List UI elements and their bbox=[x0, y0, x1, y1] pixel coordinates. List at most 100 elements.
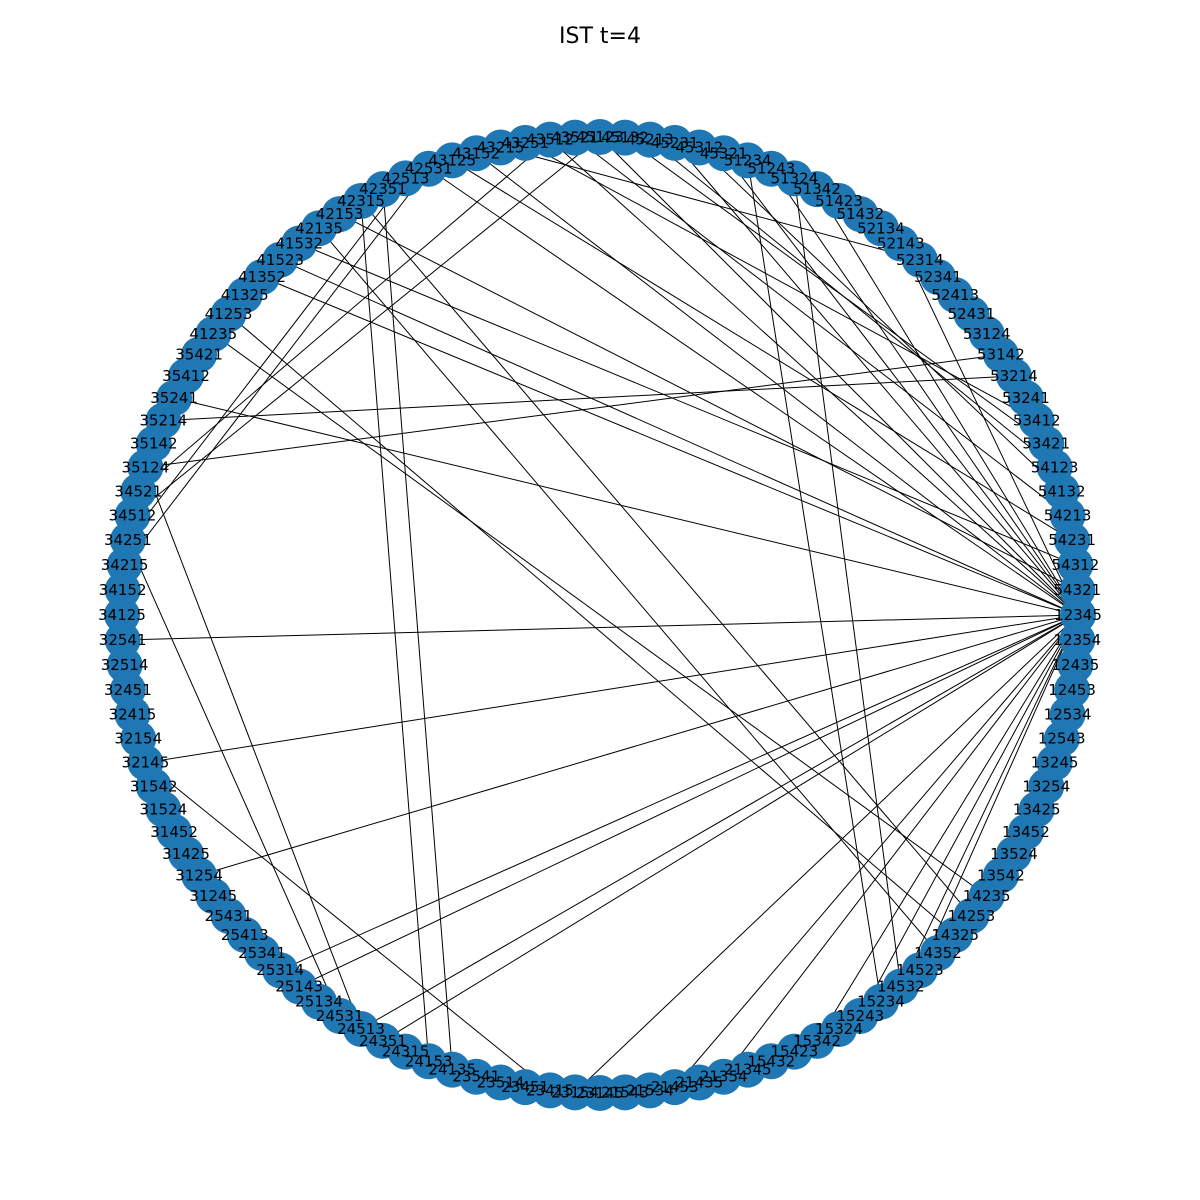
graph-node bbox=[1059, 622, 1096, 659]
node-label: 24135 bbox=[428, 1061, 476, 1079]
node-label: 15324 bbox=[815, 1020, 863, 1038]
node-label: 25143 bbox=[275, 977, 323, 995]
graph-edge bbox=[574, 614, 1079, 1093]
node-label: 34125 bbox=[98, 606, 146, 624]
node-label: 41235 bbox=[189, 325, 237, 343]
node-label: 12543 bbox=[1038, 730, 1086, 748]
node-label: 13254 bbox=[1022, 777, 1070, 795]
node-label: 52413 bbox=[931, 286, 979, 304]
node-label: 35142 bbox=[130, 435, 178, 453]
node-label: 51234 bbox=[724, 151, 772, 169]
node-label: 31425 bbox=[162, 845, 210, 863]
graph-edge bbox=[919, 614, 1079, 971]
node-label: 32415 bbox=[109, 705, 157, 723]
node-label: 42351 bbox=[359, 180, 407, 198]
node-label: 42513 bbox=[382, 169, 430, 187]
graph-edge bbox=[674, 142, 1079, 616]
node-label: 35421 bbox=[175, 346, 223, 364]
graph-edge bbox=[261, 276, 1079, 616]
graph-edge bbox=[747, 160, 882, 1002]
node-label: 34512 bbox=[109, 507, 157, 525]
graph-edge bbox=[298, 243, 1076, 566]
node-label: 14523 bbox=[896, 961, 944, 979]
graph-edge bbox=[145, 614, 1079, 764]
node-label: 54312 bbox=[1052, 556, 1100, 574]
node-label: 34251 bbox=[104, 531, 152, 549]
graph-edge bbox=[279, 259, 1079, 616]
labels-layer: 1234554321543125423154213541325412353421… bbox=[98, 128, 1102, 1102]
graph-node bbox=[556, 1074, 593, 1111]
node-label: 15342 bbox=[793, 1032, 841, 1050]
edges-layer bbox=[122, 136, 1079, 1093]
graph-edge bbox=[900, 614, 1079, 987]
node-label: 54213 bbox=[1044, 507, 1092, 525]
node-label: 14253 bbox=[948, 907, 996, 925]
node-label: 52143 bbox=[877, 235, 925, 253]
graph-edge bbox=[228, 313, 956, 936]
node-label: 13524 bbox=[990, 845, 1038, 863]
node-label: 23541 bbox=[452, 1068, 500, 1086]
node-label: 52134 bbox=[857, 219, 905, 237]
graph-node bbox=[104, 597, 140, 633]
node-label: 12453 bbox=[1048, 681, 1096, 699]
node-label: 15243 bbox=[836, 1007, 884, 1025]
figure-title: IST t=4 bbox=[559, 24, 641, 49]
graph-edge bbox=[360, 200, 972, 917]
nodes-layer bbox=[104, 119, 1096, 1111]
node-label: 31542 bbox=[130, 777, 178, 795]
node-label: 51432 bbox=[836, 205, 884, 223]
node-label: 35412 bbox=[162, 367, 210, 385]
node-label: 32541 bbox=[99, 631, 147, 649]
node-label: 54231 bbox=[1048, 531, 1096, 549]
graph-edge bbox=[144, 467, 362, 1030]
graph-edge bbox=[163, 375, 1014, 422]
node-label: 23514 bbox=[477, 1074, 525, 1092]
node-label: 51324 bbox=[771, 169, 819, 187]
graph-node bbox=[582, 1075, 618, 1111]
node-label: 24351 bbox=[359, 1032, 407, 1050]
node-label: 25431 bbox=[205, 907, 253, 925]
node-label: 13452 bbox=[1002, 823, 1050, 841]
node-label: 24513 bbox=[337, 1020, 385, 1038]
graph-edge bbox=[339, 213, 1078, 591]
node-label: 23415 bbox=[526, 1081, 574, 1099]
graph-edge bbox=[816, 614, 1079, 1042]
graph-edge bbox=[132, 136, 601, 517]
node-label: 51342 bbox=[793, 180, 841, 198]
node-label: 24315 bbox=[382, 1043, 430, 1061]
node-label: 12435 bbox=[1052, 656, 1100, 674]
node-label: 53142 bbox=[977, 346, 1025, 364]
node-label: 53124 bbox=[963, 325, 1011, 343]
node-label: 43152 bbox=[452, 144, 500, 162]
node-label: 21354 bbox=[700, 1068, 748, 1086]
node-label: 42315 bbox=[337, 192, 385, 210]
node-label: 25341 bbox=[238, 944, 286, 962]
node-label: 54123 bbox=[1031, 458, 1079, 476]
node-label: 43521 bbox=[551, 129, 599, 147]
node-label: 15234 bbox=[857, 993, 905, 1011]
node-label: 32154 bbox=[114, 730, 162, 748]
node-label: 34152 bbox=[99, 581, 147, 599]
node-label: 35214 bbox=[139, 412, 187, 430]
graph-edge bbox=[524, 142, 1037, 422]
node-label: 31254 bbox=[175, 866, 223, 884]
node-label: 21345 bbox=[724, 1061, 772, 1079]
node-label: 45321 bbox=[700, 144, 748, 162]
node-label: 52431 bbox=[948, 305, 996, 323]
graph-edge bbox=[900, 243, 1079, 616]
node-label: 24531 bbox=[316, 1007, 364, 1025]
node-label: 52314 bbox=[896, 251, 944, 269]
node-label: 52341 bbox=[914, 268, 962, 286]
node-label: 41532 bbox=[275, 235, 323, 253]
graph-edge bbox=[360, 201, 430, 1062]
node-label: 12345 bbox=[1054, 606, 1102, 624]
node-label: 25413 bbox=[221, 926, 269, 944]
graph-edge bbox=[279, 614, 1079, 971]
node-label: 21453 bbox=[651, 1078, 699, 1096]
node-label: 45132 bbox=[601, 129, 649, 147]
graph-edge bbox=[382, 614, 1079, 1042]
graph-node bbox=[104, 571, 141, 608]
graph-edge bbox=[198, 614, 1079, 876]
graph-edge bbox=[574, 137, 1068, 517]
